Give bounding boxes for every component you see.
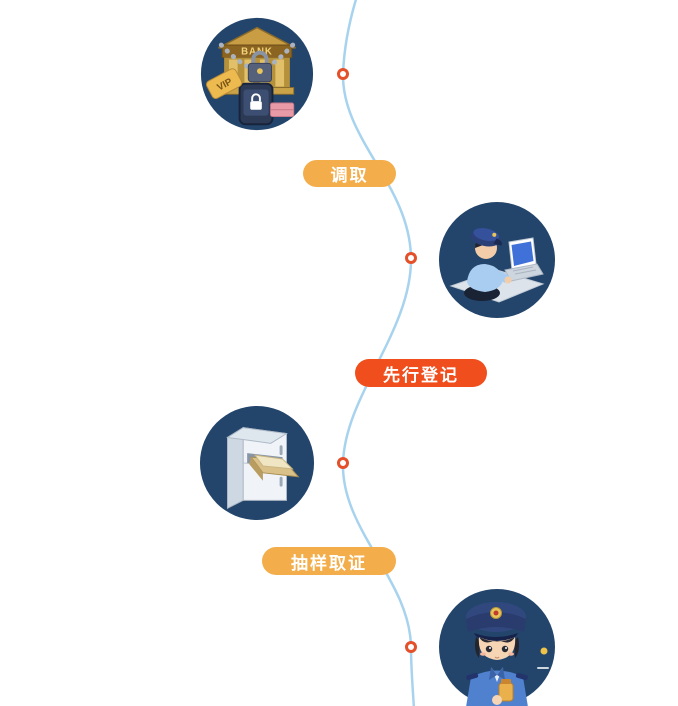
timeline-node-3 — [337, 457, 349, 469]
timeline-curve — [341, 0, 416, 706]
money-stack-icon — [270, 102, 295, 118]
timeline-node-2 — [405, 252, 417, 264]
officer-figure — [466, 602, 528, 706]
locked-phone-icon — [238, 82, 274, 126]
padlock-icon — [247, 50, 272, 83]
timeline-node-1 — [337, 68, 349, 80]
evidence-cabinet-icon — [198, 404, 316, 522]
step-pill-prior-registration: 先行登记 — [355, 359, 487, 387]
officer-computer-icon — [437, 200, 557, 320]
timeline-node-4 — [405, 641, 417, 653]
open-drawer-folder — [247, 453, 300, 481]
officer-figure — [464, 228, 512, 301]
bank-seizure-icon: BANK — [199, 16, 315, 132]
vip-card-icon: VIP — [205, 68, 243, 100]
sparkle-decoration — [537, 647, 549, 669]
laptop-icon — [504, 237, 544, 282]
sample-bottle-icon — [498, 679, 514, 702]
step-pill-retrieve: 调取 — [303, 160, 396, 187]
step-pill-sampling: 抽样取证 — [262, 547, 396, 575]
officer-sample-icon — [437, 587, 557, 706]
